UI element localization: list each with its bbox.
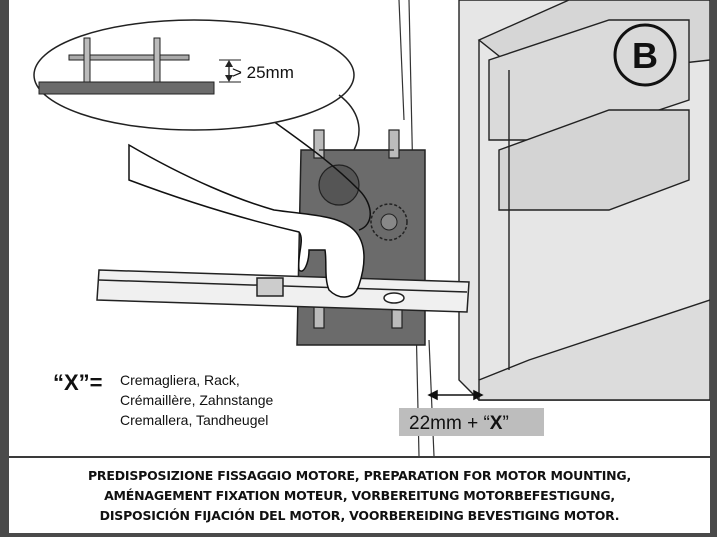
legend: “X”= Cremagliera, Rack, Crémaillère, Zah…: [53, 370, 274, 428]
gap-label-text: 22mm + “: [409, 413, 490, 434]
caption-line-2: AMÉNAGEMENT FIXATION MOTEUR, VORBEREITUN…: [104, 488, 615, 503]
caption-line-1: PREDISPOSIZIONE FISSAGGIO MOTORE, PREPAR…: [87, 468, 632, 483]
plate-bolts: [313, 129, 403, 329]
mounting-illustration: > 25mm B 22mm + “X” “X”= C: [33, 0, 710, 456]
illustration-panel: > 25mm B 22mm + “X” “X”= C: [9, 0, 710, 456]
zoom-callout: > 25mm: [33, 19, 360, 151]
gap-label-box: 22mm + “X”: [399, 408, 544, 436]
clearance-label: > 25mm: [232, 63, 294, 82]
gap-dimension: [427, 389, 484, 401]
legend-line-1: Cremagliera, Rack,: [120, 372, 240, 388]
caption-line-3: DISPOSICIÓN FIJACIÓN DEL MOTOR, VOORBERE…: [99, 508, 620, 523]
caption-box: PREDISPOSIZIONE FISSAGGIO MOTORE, PREPAR…: [9, 456, 710, 533]
gap-label-close: ”: [502, 413, 508, 434]
legend-line-3: Cremallera, Tandheugel: [120, 412, 268, 428]
svg-text:22mm + “X”: 22mm + “X”: [409, 413, 509, 434]
badge-letter: B: [632, 35, 658, 76]
step-badge: B: [613, 23, 677, 87]
gap-label-x: X: [490, 413, 503, 434]
spirit-level: [96, 269, 470, 313]
legend-symbol: “X”=: [53, 370, 103, 395]
legend-line-2: Crémaillère, Zahnstange: [120, 392, 274, 408]
hand: [128, 117, 371, 298]
